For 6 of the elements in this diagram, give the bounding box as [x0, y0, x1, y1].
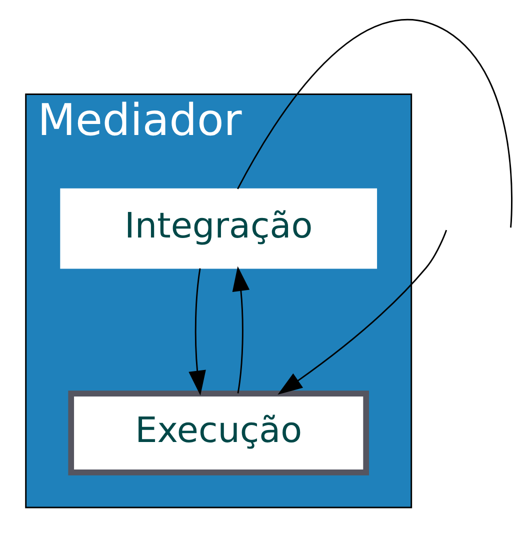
arrow: [188, 268, 206, 396]
connector: [237, 19, 512, 228]
arrow: [278, 230, 448, 395]
arrow: [232, 266, 250, 394]
node-box: Execução: [68, 390, 369, 476]
node-box: Integração: [60, 188, 378, 269]
